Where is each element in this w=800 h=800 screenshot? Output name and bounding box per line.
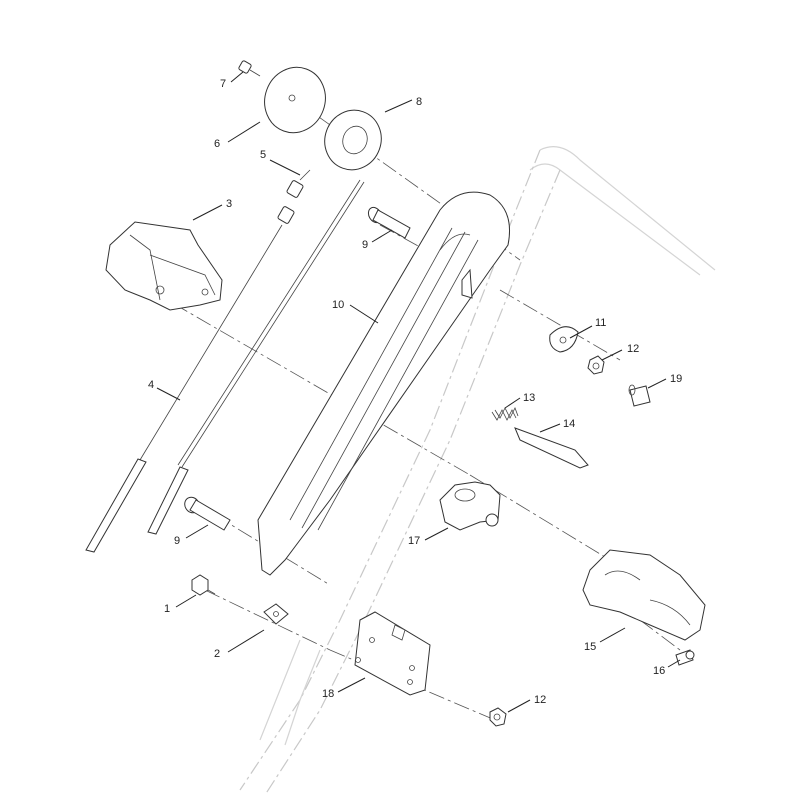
callout-19: 19 (670, 373, 682, 385)
callout-3: 3 (226, 198, 232, 210)
pulley-ring-part-8 (324, 109, 382, 171)
callout-6: 6 (214, 138, 220, 150)
callout-9-upper: 9 (362, 239, 368, 251)
rack-part-10 (257, 191, 510, 576)
callout-2: 2 (214, 648, 220, 660)
bolt-part-1 (191, 574, 216, 596)
spring-part-13 (491, 407, 519, 421)
callout-8: 8 (416, 96, 422, 108)
callout-4: 4 (148, 379, 154, 391)
knob-housing-part-15 (582, 549, 706, 641)
cap-part-11 (549, 326, 579, 353)
callout-13: 13 (523, 392, 535, 404)
callout-7: 7 (220, 78, 226, 90)
callout-16: 16 (653, 665, 665, 677)
callout-14: 14 (563, 418, 575, 430)
bracket-part-18 (354, 611, 431, 696)
cable-clip-part-5 (277, 169, 311, 224)
housing-part-3 (105, 221, 223, 311)
callout-5: 5 (260, 149, 266, 161)
nut-part-12-lower (489, 707, 507, 727)
pin-part-9-lower (184, 496, 231, 531)
callout-12-upper: 12 (627, 343, 639, 355)
screw-part-16 (675, 649, 695, 666)
lever-part-14 (514, 427, 589, 469)
pin-part-9-upper (367, 206, 411, 239)
callout-9-lower: 9 (174, 535, 180, 547)
callout-18: 18 (322, 688, 334, 700)
latch-part-17 (439, 481, 501, 531)
assembly-centerlines (149, 99, 681, 721)
callouts: 7 6 8 5 3 4 9 10 11 12 19 13 14 17 9 1 2 (148, 71, 682, 713)
callout-15: 15 (584, 641, 596, 653)
rod-part-4 (85, 179, 365, 553)
callout-11: 11 (595, 317, 606, 329)
screw-part-7 (238, 60, 261, 77)
square-nut-part-2 (263, 603, 289, 625)
callout-12-lower: 12 (534, 694, 546, 706)
nut-part-12-upper (587, 355, 605, 375)
spacer-part-19 (628, 384, 651, 407)
handle-tube-ghost (239, 146, 716, 796)
cover-disc-part-6 (264, 66, 326, 134)
callout-10: 10 (332, 299, 344, 311)
callout-1: 1 (164, 603, 170, 615)
callout-17: 17 (408, 535, 420, 547)
